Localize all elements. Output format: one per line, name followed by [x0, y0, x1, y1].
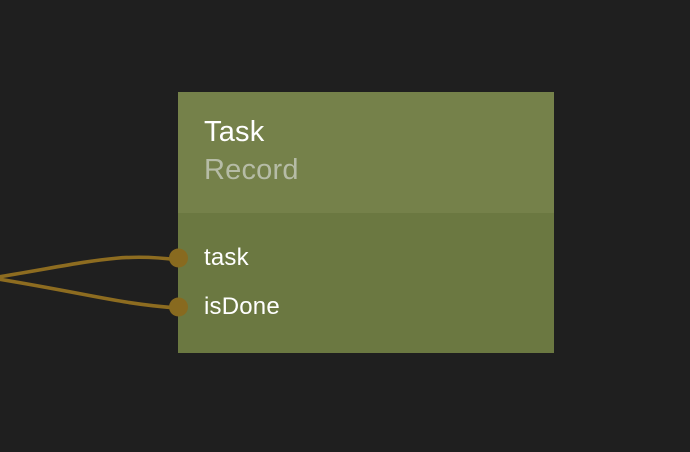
node-header[interactable]: Task Record	[178, 92, 554, 213]
port-label-task: task	[204, 243, 249, 271]
port-row-task: task	[169, 233, 554, 282]
node-title: Task	[204, 116, 265, 148]
edge-to-isdone-port[interactable]	[0, 277, 180, 310]
task-input-port[interactable]	[169, 248, 188, 267]
node-subtitle: Record	[204, 154, 299, 186]
port-row-isdone: isDone	[169, 282, 554, 331]
isdone-input-port[interactable]	[169, 297, 188, 316]
port-label-isdone: isDone	[204, 292, 280, 320]
edge-to-task-port[interactable]	[0, 255, 180, 279]
node-body: task isDone	[169, 213, 554, 353]
task-node[interactable]: Task Record task isDone	[169, 92, 554, 353]
